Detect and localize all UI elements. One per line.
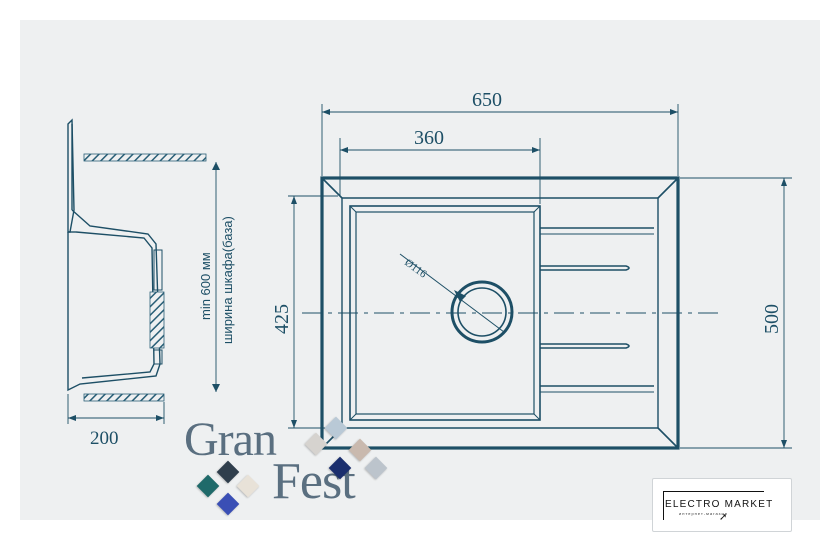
brand-color-tile xyxy=(304,432,328,456)
drainboard xyxy=(540,227,654,393)
dim-bowl-depth: 425 xyxy=(271,304,293,334)
top-view xyxy=(288,104,792,450)
dim-total-width: 650 xyxy=(472,89,502,111)
dim-drain-diameter: Ø116 xyxy=(402,257,429,281)
brand-color-tile xyxy=(364,456,388,480)
countertop-top-hatch xyxy=(83,153,207,162)
cabinet-note-line1: min 600 мм xyxy=(198,252,213,320)
brand-word-gran: Gran xyxy=(184,413,277,466)
dim-side-depth: 200 xyxy=(90,428,119,449)
electro-market-logo: ELECTRO MARKET интернет-магазин ➚ xyxy=(652,478,792,532)
store-tagline: интернет-магазин xyxy=(679,511,728,516)
side-back-edge xyxy=(67,118,75,233)
drain-inner xyxy=(457,287,507,337)
side-view xyxy=(67,118,220,424)
granfest-logo: Gran Fest xyxy=(180,414,390,524)
dim-bowl-width: 360 xyxy=(414,127,444,149)
drawing-sheet: min 600 мм ширина шкафа(база) 200 xyxy=(20,20,820,520)
brand-color-tile xyxy=(236,474,260,498)
drain-outer xyxy=(450,280,514,344)
brand-color-tile xyxy=(216,492,240,516)
brand-color-tile xyxy=(324,416,348,440)
store-name: ELECTRO MARKET xyxy=(665,499,774,510)
countertop-bottom-hatch xyxy=(83,393,165,402)
side-bowl-profile xyxy=(67,209,161,392)
store-logo-frame xyxy=(663,491,764,520)
dim-total-depth: 500 xyxy=(761,304,783,334)
cursor-icon: ➚ xyxy=(719,512,728,523)
dimension-arrows xyxy=(291,109,787,448)
brand-color-tile xyxy=(196,474,220,498)
technical-drawing: min 600 мм ширина шкафа(база) 200 xyxy=(67,89,792,450)
cabinet-note-line2: ширина шкафа(база) xyxy=(220,216,235,344)
